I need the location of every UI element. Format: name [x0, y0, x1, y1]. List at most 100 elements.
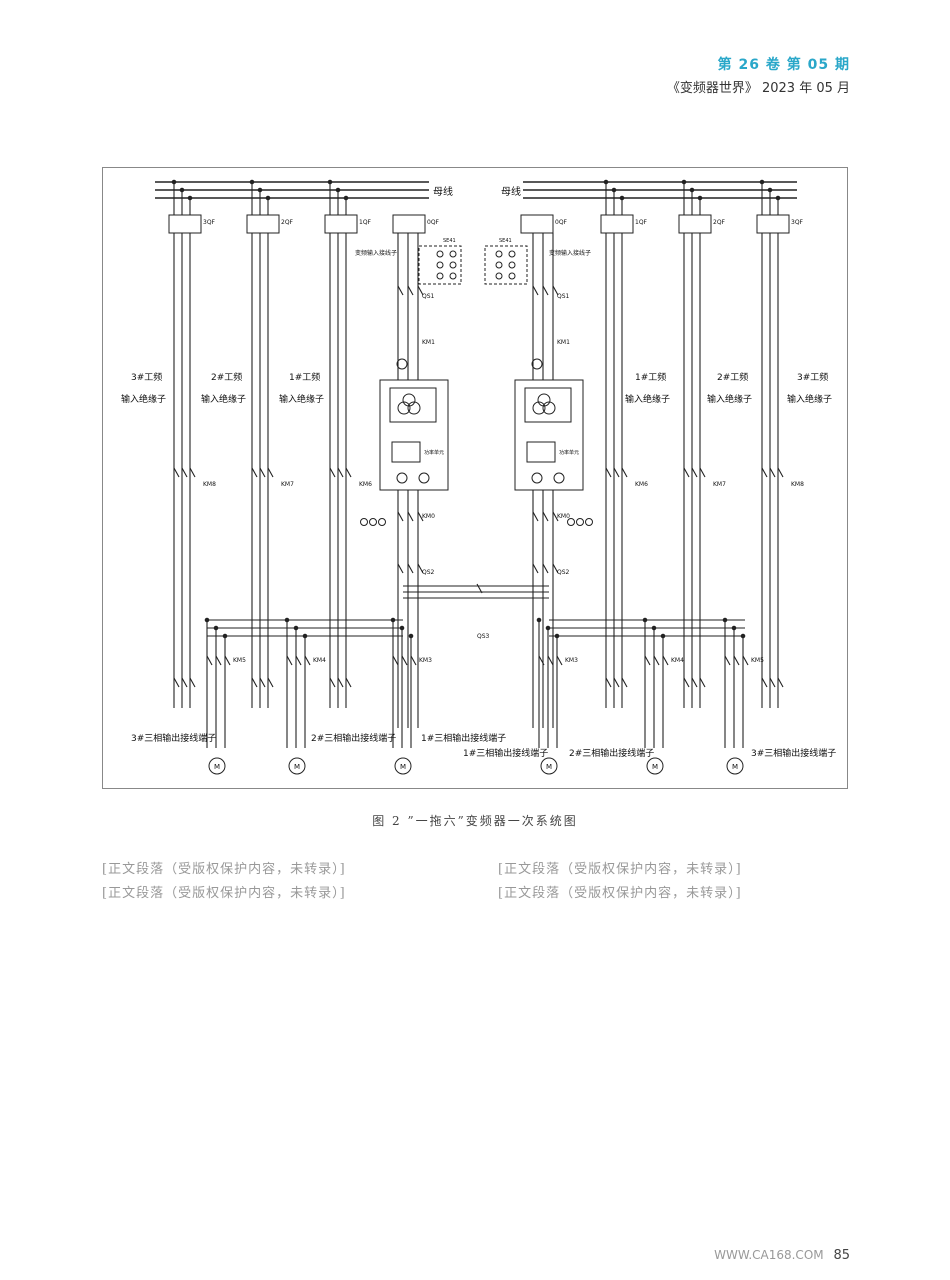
figure-caption: 图 2 ”一拖六”变频器一次系统图	[372, 814, 578, 828]
breaker-box	[246, 214, 280, 234]
km0-label: KM0	[422, 513, 435, 520]
junction-dot	[731, 625, 737, 631]
output-km-contact	[206, 655, 213, 666]
output-km-label: KM3	[419, 657, 432, 664]
feed-sub-label: 输入绝缘子	[625, 393, 670, 405]
reactor-coil	[369, 518, 377, 526]
input-terminal-label: 变频输入接线子	[355, 249, 397, 257]
qs1-contact	[417, 285, 424, 296]
transformer-winding	[537, 393, 551, 407]
km0-contact	[417, 511, 424, 522]
junction-dot	[642, 617, 648, 623]
feed-sub-label: 输入绝缘子	[201, 393, 246, 405]
output-contact	[621, 677, 628, 688]
junction-dot	[284, 617, 290, 623]
output-contact	[761, 677, 768, 688]
output-terminal-label: 3#三相输出接线端子	[131, 732, 216, 744]
feed-label: 1#工频	[635, 371, 666, 383]
feeder-contact	[613, 467, 620, 478]
junction-dot	[249, 179, 255, 185]
junction-dot	[335, 187, 341, 193]
junction-dot	[204, 617, 210, 623]
junction-dot	[390, 617, 396, 623]
transformer-winding	[397, 401, 411, 415]
terminal-symbol	[495, 272, 503, 280]
contactor-label: KM8	[203, 481, 216, 488]
terminal-symbol	[449, 272, 457, 280]
cell-label: 功率单元	[559, 449, 579, 456]
motor-symbol	[288, 757, 306, 775]
output-contact	[345, 677, 352, 688]
junction-dot	[293, 625, 299, 631]
output-contact	[267, 677, 274, 688]
junction-dot	[222, 633, 228, 639]
junction-dot	[611, 187, 617, 193]
output-km-contact	[392, 655, 399, 666]
issue-volume: 第 26 卷 第 05 期	[717, 57, 850, 73]
terminal-symbol	[508, 250, 516, 258]
feeder-contact	[173, 467, 180, 478]
journal-name: 《变频器世界》 2023 年 05 月	[666, 81, 850, 96]
qs2-contact	[552, 563, 559, 574]
output-km-contact	[295, 655, 302, 666]
motor-label: M	[294, 763, 300, 771]
motor-label: M	[214, 763, 220, 771]
km0-contact	[397, 511, 404, 522]
feed-sub-label: 输入绝缘子	[707, 393, 752, 405]
feeder-contact	[605, 467, 612, 478]
page-footer: WWW.CA168.COM 85	[714, 1248, 850, 1263]
body-paragraph: [正文段落（受版权保护内容，未转录）]	[102, 886, 346, 901]
output-km-contact	[547, 655, 554, 666]
input-terminal-label: 变频输入接线子	[549, 249, 591, 257]
breaker-label: 1QF	[635, 219, 648, 226]
km0-contact	[542, 511, 549, 522]
terminal-symbol	[508, 261, 516, 269]
motor-symbol	[726, 757, 744, 775]
output-contact	[329, 677, 336, 688]
junction-dot	[603, 179, 609, 185]
power-cell	[526, 441, 556, 463]
junction-dot	[651, 625, 657, 631]
transformer-box	[524, 387, 572, 423]
output-contact	[251, 677, 258, 688]
feeder-contact	[337, 467, 344, 478]
reactor-coil	[585, 518, 593, 526]
output-km-label: KM4	[671, 657, 684, 664]
qs2-contact	[407, 563, 414, 574]
input-terminal-box	[418, 245, 462, 285]
breaker-label: 3QF	[203, 219, 216, 226]
body-paragraph: [正文段落（受版权保护内容，未转录）]	[498, 886, 742, 901]
qs2-label: QS2	[422, 569, 435, 576]
output-terminal-label: 1#三相输出接线端子	[421, 732, 506, 744]
reactor-coil	[360, 518, 368, 526]
ct-symbol	[396, 358, 408, 370]
transformer-winding	[402, 393, 416, 407]
ct-symbol	[396, 472, 408, 484]
breaker-box	[168, 214, 202, 234]
ct-symbol	[553, 472, 565, 484]
transformer-winding	[407, 401, 421, 415]
motor-label: M	[546, 763, 552, 771]
junction-dot	[399, 625, 405, 631]
feeder-contact	[329, 467, 336, 478]
breaker-box	[520, 214, 554, 234]
output-terminal-label: 1#三相输出接线端子	[463, 747, 548, 759]
breaker-box	[678, 214, 712, 234]
output-km-contact	[733, 655, 740, 666]
km0-contact	[532, 511, 539, 522]
junction-dot	[619, 195, 625, 201]
feeder-contact	[769, 467, 776, 478]
terminal-symbol	[436, 250, 444, 258]
output-km-contact	[224, 655, 231, 666]
feed-label: 2#工频	[717, 371, 748, 383]
output-contact	[189, 677, 196, 688]
contactor-label: KM7	[281, 481, 294, 488]
terminal-symbol	[449, 261, 457, 269]
qs1-contact	[542, 285, 549, 296]
feeder-contact	[181, 467, 188, 478]
feeder-contact	[699, 467, 706, 478]
junction-dot	[740, 633, 746, 639]
reactor-coil	[576, 518, 584, 526]
qs1-label: QS1	[557, 293, 570, 300]
